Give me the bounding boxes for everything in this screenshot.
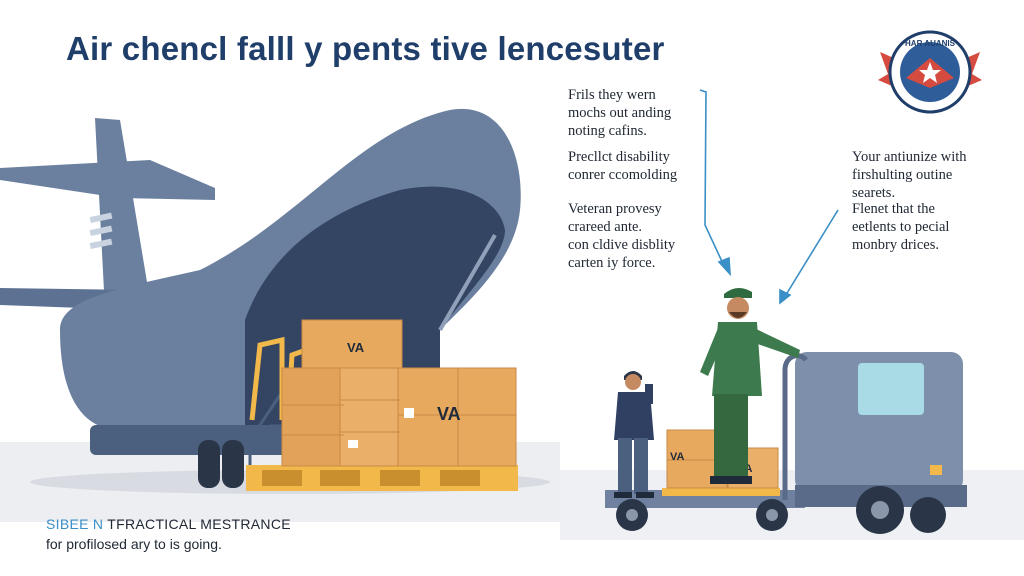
va-label-top: VA [347, 340, 365, 355]
soldier [700, 287, 800, 484]
truck-grab-rail [782, 353, 808, 500]
civilian-leg [618, 438, 632, 494]
va-label-truck-left: VA [670, 451, 685, 463]
fin-stripe [89, 225, 113, 237]
civilian-torso [614, 392, 654, 440]
ramp-strut [438, 233, 497, 332]
landing-gear-wheel [222, 440, 244, 488]
emblem-logo: HAR AUANIS [878, 30, 982, 114]
truck-wheel [626, 509, 638, 521]
truck-wheel [910, 497, 946, 533]
emblem-star [919, 62, 941, 83]
page-title: Air chencl falll y pents tive lencesuter [66, 30, 665, 67]
pallet-slat [440, 470, 480, 486]
civilian-person [614, 371, 654, 498]
arrow-line [783, 209, 839, 299]
box-sticker [404, 408, 414, 418]
truck-wheel [871, 501, 889, 519]
civilian-head [625, 374, 641, 390]
plane-cargo: VA VA [246, 319, 518, 491]
va-label-big: VA [437, 404, 461, 424]
pallet-slat [320, 470, 360, 486]
footer-accent: SIBEE N [46, 516, 104, 532]
footer-subtext: for profilosed ary to is going. [46, 536, 222, 552]
soldier-boot [710, 476, 732, 484]
box-sticker [348, 440, 358, 448]
cargo-box [397, 367, 517, 467]
truck-window [858, 363, 924, 415]
soldier-beard [729, 312, 747, 318]
soldier-leg [714, 394, 732, 478]
fin-stripe [89, 238, 113, 250]
soldier-cap [724, 287, 752, 298]
truck-pallet [662, 488, 780, 496]
footer-heading: SIBEE N TFRACTICAL MESTRANCE [46, 516, 291, 532]
truck-headlight [930, 465, 942, 475]
callout-text-3: Veteran provesy crareed ante. con cldive… [568, 201, 676, 271]
emblem-text: HAR AUANIS [905, 39, 956, 48]
soldier-leg [732, 394, 748, 478]
callout-text-4: Your antiunize with firshulting outine s… [852, 149, 967, 201]
pallet-slat [262, 470, 302, 486]
callout-text-2: Precllct disability conrer ccomolding [568, 149, 678, 183]
footer-heading-rest: TFRACTICAL MESTRANCE [103, 516, 291, 532]
civilian-shoe [614, 492, 632, 498]
cargo-box [301, 319, 403, 371]
arrow-line [699, 89, 726, 269]
truck [605, 352, 967, 534]
civilian-leg [634, 438, 648, 494]
callout-text-1: Frils they wern mochs out anding noting … [568, 87, 672, 139]
soldier-arm [752, 328, 800, 358]
soldier-arm [700, 328, 724, 376]
callout-arrows [699, 89, 839, 305]
truck-wheel [766, 509, 778, 521]
pallet-slat [380, 470, 420, 486]
tail-fin [95, 118, 150, 310]
civilian-arm [645, 384, 653, 404]
landing-gear-wheel [198, 440, 220, 488]
civilian-shoe [636, 492, 654, 498]
arrow-head [779, 288, 792, 305]
tail-wing-upper [0, 160, 215, 200]
arrow-head [717, 256, 731, 277]
cargo-box [281, 367, 345, 467]
callout-text-5: Flenet that the eetlents to pecial monbr… [852, 201, 950, 253]
cargo-box [339, 367, 401, 467]
fin-stripe [89, 212, 113, 224]
soldier-boot [732, 476, 752, 484]
soldier-torso [712, 322, 762, 396]
